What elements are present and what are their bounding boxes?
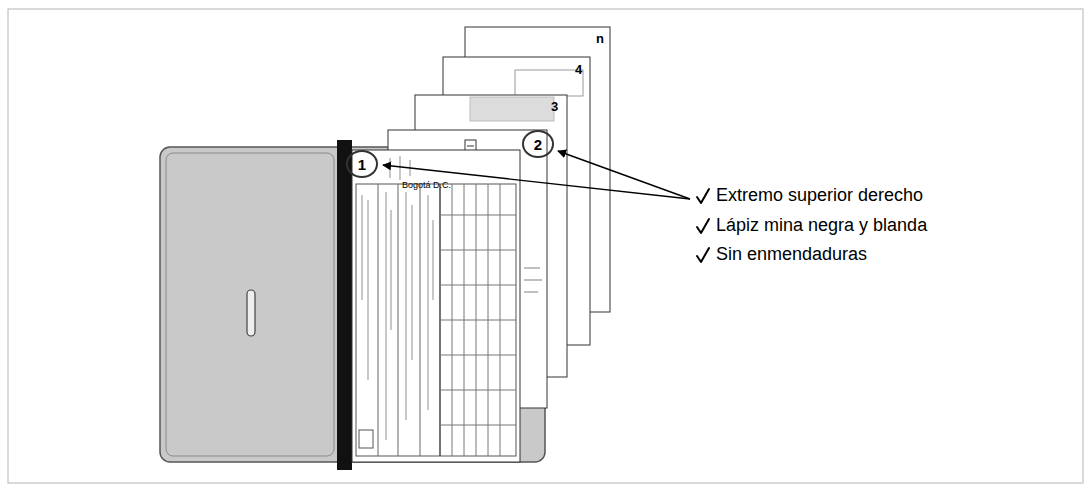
page-number: 1 xyxy=(358,157,366,172)
checklist-item: Sin enmendaduras xyxy=(716,244,867,265)
form xyxy=(352,150,520,462)
folder-edge xyxy=(166,153,334,456)
callout-circle: 1 xyxy=(346,150,378,178)
page-number: 2 xyxy=(534,137,542,152)
page-number: 3 xyxy=(551,100,558,115)
frame xyxy=(8,9,1083,483)
folder xyxy=(160,147,545,462)
folder-spine xyxy=(337,140,352,470)
checklist-item: Lápiz mina negra y blanda xyxy=(716,215,927,236)
page-picture xyxy=(470,97,554,121)
callout-circle: 2 xyxy=(522,130,554,158)
leader-arrow xyxy=(558,151,690,199)
page-number: 4 xyxy=(575,63,582,78)
check-mark xyxy=(697,189,709,262)
checklist-item: Extremo superior derecho xyxy=(716,185,923,206)
page-text: Bogotá D.C. xyxy=(402,180,451,190)
text-lines xyxy=(524,268,542,292)
page-picture xyxy=(515,70,583,96)
folder-slot xyxy=(247,290,255,336)
page-number: n xyxy=(596,32,604,47)
